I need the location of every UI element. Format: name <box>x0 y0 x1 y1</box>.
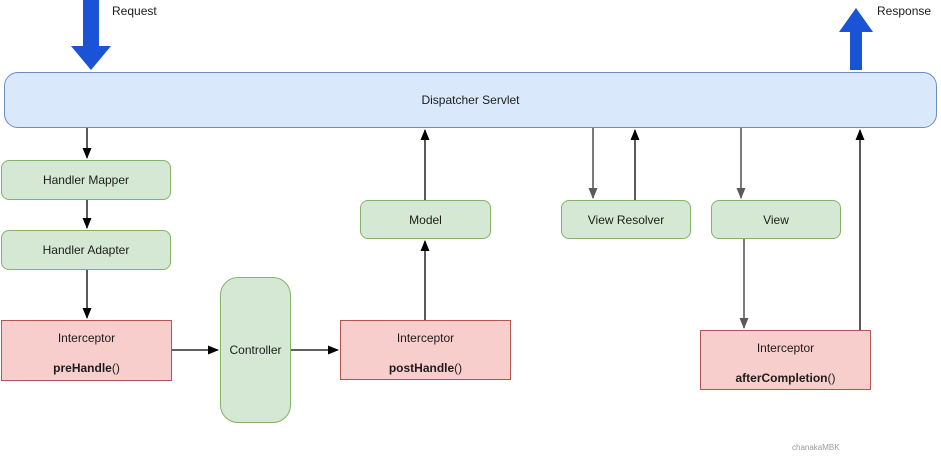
model-label: Model <box>409 212 442 227</box>
controller-node: Controller <box>220 277 291 423</box>
interceptor-method: postHandle() <box>388 361 463 375</box>
dispatcher-servlet-bar: Dispatcher Servlet <box>4 72 937 128</box>
interceptor-title: Interceptor <box>396 331 455 345</box>
response-label: Response <box>877 4 932 18</box>
interceptor-method: preHandle() <box>53 361 120 375</box>
view-node: View <box>711 200 841 239</box>
interceptor-method: afterCompletion() <box>735 371 836 385</box>
interceptor-title: Interceptor <box>756 341 815 355</box>
view-resolver-label: View Resolver <box>587 212 665 227</box>
handler-mapper-label: Handler Mapper <box>42 173 130 187</box>
watermark: chanakaMBK <box>792 443 840 452</box>
request-arrow-icon <box>71 0 111 70</box>
handler-adapter-node: Handler Adapter <box>1 230 171 270</box>
request-label: Request <box>112 4 157 18</box>
interceptor-title: Interceptor <box>57 331 116 345</box>
controller-label: Controller <box>229 343 282 357</box>
interceptor-posthandle-node: Interceptor postHandle() <box>340 320 511 380</box>
view-label: View <box>763 212 789 227</box>
interceptor-prehandle-node: Interceptor preHandle() <box>1 320 172 381</box>
response-arrow-icon <box>839 8 873 70</box>
interceptor-aftercompletion-node: Interceptor afterCompletion() <box>700 330 871 390</box>
handler-mapper-node: Handler Mapper <box>1 160 171 200</box>
model-node: Model <box>360 200 491 239</box>
view-resolver-node: View Resolver <box>561 200 691 239</box>
dispatcher-servlet-label: Dispatcher Servlet <box>421 93 520 107</box>
handler-adapter-label: Handler Adapter <box>42 243 130 257</box>
